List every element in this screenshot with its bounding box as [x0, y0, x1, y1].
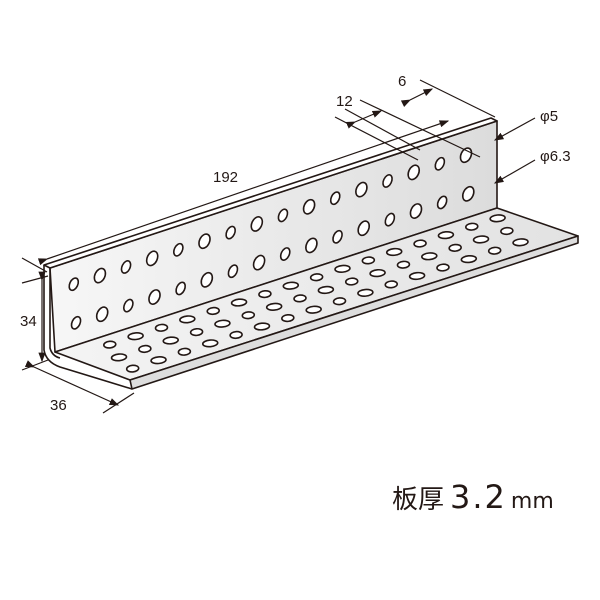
horizontal-hole [408, 271, 426, 281]
horizontal-hole [489, 214, 506, 223]
horizontal-hole [214, 319, 231, 328]
horizontal-hole [500, 226, 514, 236]
vertical-hole [200, 271, 214, 288]
vertical-hole [227, 264, 239, 279]
vertical-hole [148, 289, 161, 305]
horizontal-hole [154, 323, 169, 332]
dim-34-label: 34 [20, 313, 37, 330]
horizontal-hole [309, 273, 324, 282]
dim-6-line [400, 88, 434, 107]
horizontal-hole [127, 332, 144, 341]
horizontal-hole [150, 356, 167, 365]
horizontal-hole [230, 298, 248, 307]
horizontal-hole [281, 313, 295, 323]
vertical-hole [123, 298, 134, 313]
horizontal-hole [464, 222, 479, 231]
dim-6-label: 6 [398, 73, 406, 90]
dim-192-label: 192 [213, 169, 238, 186]
horizontal-hole [201, 339, 219, 348]
dim-12-label: 12 [336, 93, 353, 110]
vertical-hole [95, 306, 109, 323]
horizontal-hole [110, 353, 128, 362]
horizontal-hole [332, 297, 347, 306]
vertical-hole [70, 315, 82, 330]
horizontal-hole [396, 260, 411, 269]
horizontal-hole [265, 302, 283, 311]
horizontal-hole [436, 263, 450, 272]
large-hole-label: φ6.3 [540, 148, 571, 165]
horizontal-hole [460, 254, 478, 264]
horizontal-hole [177, 347, 192, 356]
horizontal-hole [229, 330, 243, 340]
horizontal-hole [125, 364, 140, 373]
horizontal-hole [472, 235, 490, 244]
horizontal-hole [421, 252, 438, 261]
vertical-hole [68, 277, 80, 292]
horizontal-hole [138, 344, 152, 354]
horizontal-hole [102, 340, 117, 349]
horizontal-hole [258, 289, 272, 299]
horizontal-hole [334, 264, 351, 273]
horizontal-hole [162, 336, 180, 345]
dim-36-label: 36 [50, 397, 67, 414]
horizontal-hole [361, 256, 376, 265]
thickness-value: 3.2 [450, 478, 507, 516]
horizontal-hole [385, 247, 403, 257]
horizontal-hole [189, 327, 204, 337]
horizontal-hole [293, 294, 307, 303]
horizontal-hole [357, 288, 374, 297]
thickness-unit: mm [510, 489, 554, 514]
vertical-hole [175, 281, 186, 296]
vertical-hole [93, 267, 107, 284]
horizontal-hole [305, 305, 322, 314]
dim-36-line [24, 360, 120, 406]
horizontal-hole [487, 246, 502, 255]
horizontal-hole [384, 280, 399, 289]
small-hole-label: φ5 [540, 108, 558, 125]
dim-12-line [345, 110, 383, 129]
horizontal-flange-front-edge [129, 235, 579, 390]
horizontal-hole [317, 285, 335, 295]
horizontal-hole [448, 243, 462, 252]
vertical-hole [461, 185, 475, 202]
horizontal-hole [344, 277, 359, 286]
dim-192-line [37, 120, 450, 266]
horizontal-hole [282, 281, 300, 290]
horizontal-hole [206, 306, 220, 316]
bend-inner [49, 268, 61, 359]
horizontal-hole [512, 238, 529, 247]
horizontal-hole [413, 239, 427, 248]
thickness-label: 板厚 [392, 485, 445, 515]
horizontal-hole [253, 322, 271, 331]
horizontal-hole [179, 315, 196, 324]
horizontal-hole [241, 311, 256, 320]
horizontal-hole [437, 230, 455, 240]
horizontal-hole [369, 268, 386, 278]
